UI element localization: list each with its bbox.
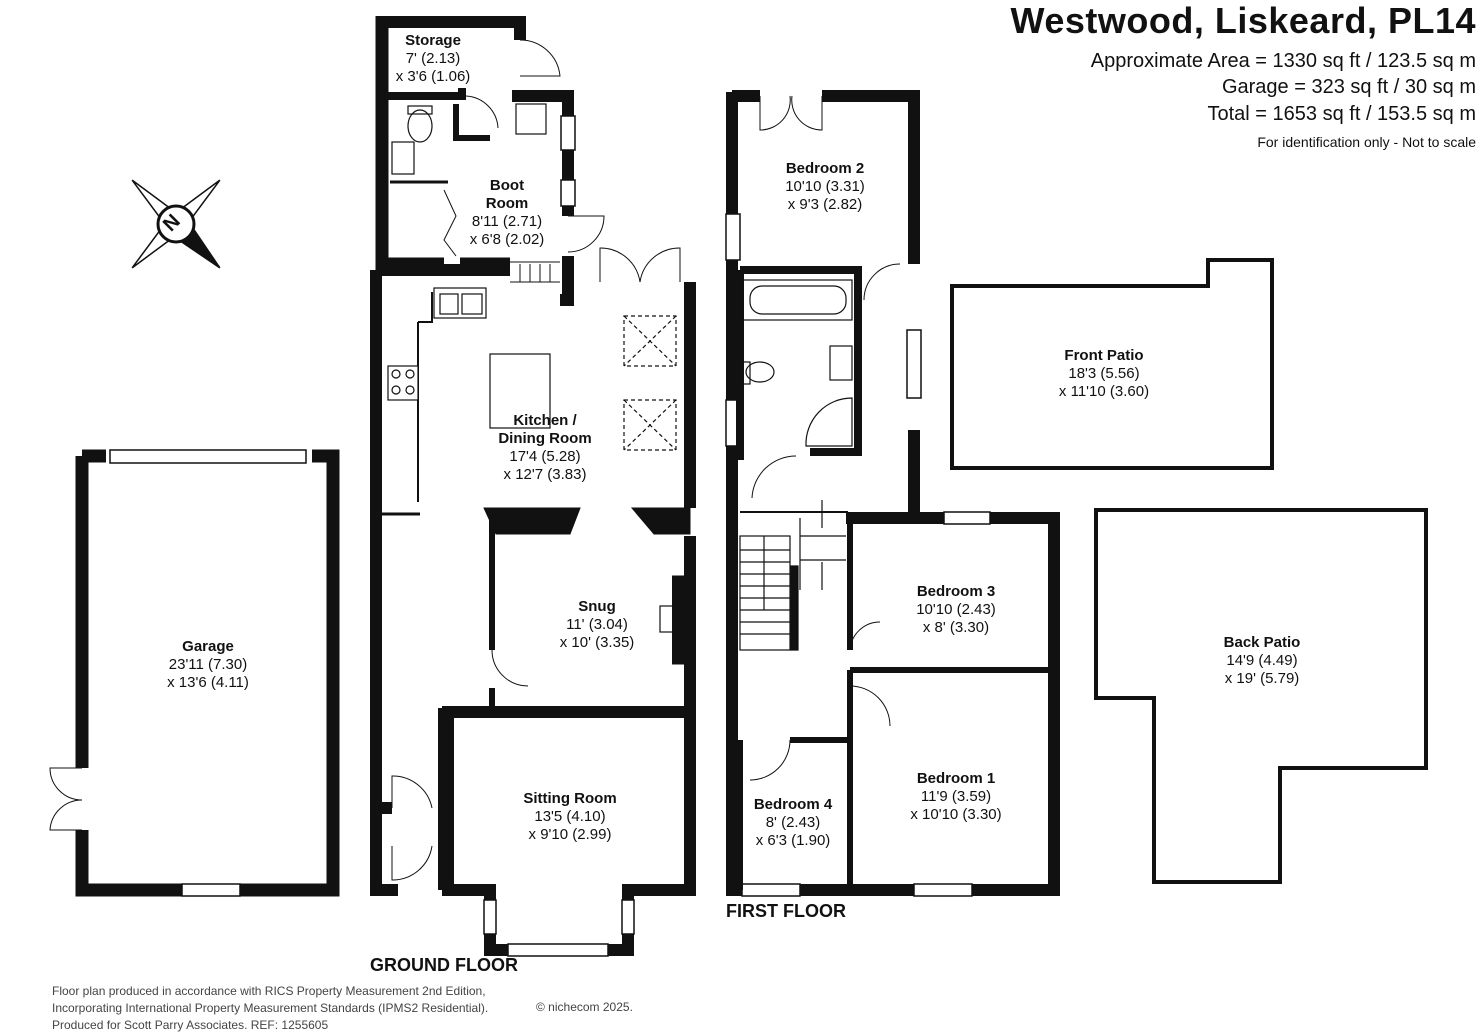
room-dimension: 23'11 (7.30) — [168, 656, 248, 673]
room-dimension: 8'11 (2.71) — [471, 213, 543, 230]
room-dimension: x 9'10 (2.99) — [528, 826, 612, 843]
room-name: Bedroom 4 — [753, 796, 833, 813]
footer-line: Produced for Scott Parry Associates. REF… — [52, 1018, 329, 1032]
room-dimension: x 10'10 (3.30) — [910, 806, 1002, 823]
room-boot-room: Boot Room 8'11 (2.71) x 6'8 (2.02) — [470, 177, 545, 249]
room-name: Bedroom 1 — [916, 770, 996, 787]
room-kitchen-dining: Kitchen / Dining Room 17'4 (5.28) x 12'7… — [498, 412, 591, 484]
room-dimension: x 9'3 (2.82) — [787, 196, 863, 213]
ground-floor-doors — [391, 39, 681, 881]
ground-floor-walls — [370, 16, 696, 957]
room-dimension: x 12'7 (3.83) — [503, 466, 587, 483]
room-name: Garage — [182, 638, 234, 655]
room-dimension: x 6'8 (2.02) — [469, 231, 545, 248]
room-dimension: 7' (2.13) — [405, 50, 461, 67]
room-dimension: x 19' (5.79) — [1224, 670, 1300, 687]
room-name: Boot — [489, 177, 525, 194]
front-patio: Front Patio 18'3 (5.56) x 11'10 (3.60) — [1059, 347, 1149, 401]
copyright-credit: © nichecom 2025. — [536, 1000, 633, 1014]
ground-floor-fixtures — [387, 103, 681, 633]
room-dimension: 13'5 (4.10) — [534, 808, 606, 825]
room-dimension: x 3'6 (1.06) — [395, 68, 471, 85]
room-dimension: x 11'10 (3.60) — [1058, 383, 1150, 400]
room-dimension: 8' (2.43) — [765, 814, 821, 831]
room-dimension: 18'3 (5.56) — [1068, 365, 1140, 382]
room-dimension: x 6'3 (1.90) — [755, 832, 831, 849]
room-bedroom-2: Bedroom 2 10'10 (3.31) x 9'3 (2.82) — [785, 160, 865, 214]
room-name: Bedroom 2 — [785, 160, 865, 177]
room-dimension: 14'9 (4.49) — [1226, 652, 1298, 669]
room-garage: Garage 23'11 (7.30) x 13'6 (4.11) — [167, 638, 249, 692]
room-name: Dining Room — [498, 430, 592, 447]
room-name: Storage — [405, 32, 461, 49]
first-floor-doors — [749, 95, 901, 781]
room-dimension: x 10' (3.35) — [559, 634, 635, 651]
first-floor-label: FIRST FLOOR — [726, 901, 846, 921]
room-name: Snug — [578, 598, 616, 615]
compass-icon — [131, 179, 221, 269]
back-patio: Back Patio 14'9 (4.49) x 19' (5.79) — [1224, 634, 1301, 688]
room-dimension: 11' (3.04) — [566, 616, 628, 633]
room-name: Kitchen / — [513, 412, 577, 429]
room-dimension: x 13'6 (4.11) — [167, 674, 249, 691]
room-snug: Snug 11' (3.04) x 10' (3.35) — [560, 598, 635, 652]
front-patio-outline — [950, 258, 1274, 470]
garage-door-icon — [49, 767, 83, 831]
approximate-area: Approximate Area = 1330 sq ft / 123.5 sq… — [1090, 50, 1476, 72]
footer-line: Incorporating International Property Mea… — [52, 1001, 489, 1015]
first-floor-walls — [725, 90, 1060, 897]
room-dimension: 10'10 (3.31) — [785, 178, 865, 195]
room-bedroom-3: Bedroom 3 10'10 (2.43) x 8' (3.30) — [916, 583, 996, 637]
property-title: Westwood, Liskeard, PL14 — [1010, 0, 1476, 41]
room-dimension: 11'9 (3.59) — [920, 788, 992, 805]
room-name: Sitting Room — [523, 790, 617, 807]
room-name: Room — [485, 195, 529, 212]
first-floor-fixtures — [739, 279, 853, 651]
footer-line: Floor plan produced in accordance with R… — [52, 984, 486, 998]
ground-floor-label: GROUND FLOOR — [370, 955, 518, 975]
room-name: Back Patio — [1223, 634, 1301, 651]
room-name: Bedroom 3 — [916, 583, 996, 600]
scale-disclaimer: For identification only - Not to scale — [1257, 134, 1476, 150]
room-sitting-room: Sitting Room 13'5 (4.10) x 9'10 (2.99) — [523, 790, 616, 844]
room-storage: Storage 7' (2.13) x 3'6 (1.06) — [396, 32, 471, 86]
room-dimension: 10'10 (2.43) — [916, 601, 996, 618]
room-bedroom-1: Bedroom 1 11'9 (3.59) x 10'10 (3.30) — [910, 770, 1001, 824]
room-dimension: 17'4 (5.28) — [509, 448, 581, 465]
garage-walls — [75, 449, 340, 897]
back-patio-outline — [1094, 508, 1428, 884]
room-dimension: x 8' (3.30) — [922, 619, 990, 636]
total-area: Total = 1653 sq ft / 153.5 sq m — [1207, 103, 1477, 125]
garage-area: Garage = 323 sq ft / 30 sq m — [1221, 76, 1476, 98]
room-name: Front Patio — [1064, 347, 1144, 364]
room-bedroom-4: Bedroom 4 8' (2.43) x 6'3 (1.90) — [754, 796, 832, 850]
footer-notes: Floor plan produced in accordance with R… — [52, 983, 488, 1034]
